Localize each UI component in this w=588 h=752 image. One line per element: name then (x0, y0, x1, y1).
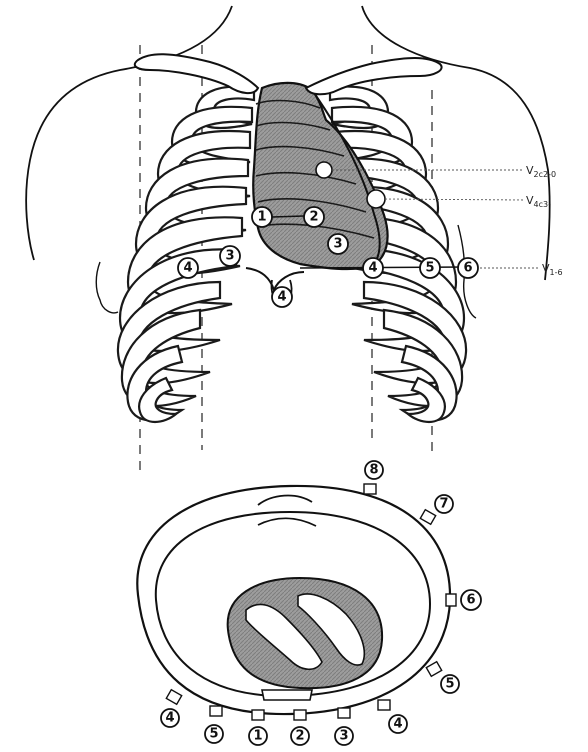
svg-text:7: 7 (439, 497, 448, 512)
small-marker (316, 162, 332, 178)
spine-cross (262, 690, 312, 700)
thorax-electrode-2: 2 (304, 207, 324, 227)
svg-text:8: 8 (369, 463, 378, 478)
section-electrode-8: 8 (364, 461, 383, 494)
cross-section-view: 8 7 6 5 4 3 2 (137, 461, 481, 745)
v4-label: V4c3- (526, 194, 551, 209)
svg-text:4: 4 (165, 711, 174, 726)
svg-text:4: 4 (393, 717, 402, 732)
electrode-1-2-line (272, 216, 304, 217)
svg-text:5: 5 (425, 261, 434, 276)
section-electrode-2: 2 (291, 710, 309, 745)
svg-text:3: 3 (333, 237, 342, 252)
v4-v6-line (300, 267, 468, 268)
svg-text:5: 5 (445, 677, 454, 692)
svg-text:6: 6 (466, 593, 475, 608)
thorax-electrode-r4: 4 (178, 258, 198, 278)
small-marker (367, 190, 385, 208)
left-clavicle (306, 58, 442, 94)
thorax-electrode-r3: 3 (220, 246, 240, 266)
svg-text:3: 3 (339, 729, 348, 744)
section-electrode-r4: 4 (161, 690, 182, 727)
section-electrode-5: 5 (426, 662, 459, 693)
section-electrode-3: 3 (335, 708, 353, 745)
svg-text:2: 2 (295, 729, 304, 744)
section-electrode-r5: 5 (205, 706, 223, 743)
costal-arch (246, 268, 304, 290)
svg-text:4: 4 (277, 290, 286, 305)
svg-text:6: 6 (463, 261, 472, 276)
svg-text:3: 3 (225, 249, 234, 264)
thorax-view: V2c2-0 V4c3- V1-6 1 2 3 4 5 6 (26, 6, 562, 470)
section-electrode-7: 7 (420, 495, 453, 524)
svg-text:2: 2 (309, 210, 318, 225)
v6-label: V1-6 (542, 262, 563, 277)
body-outline (96, 262, 118, 313)
svg-text:4: 4 (368, 261, 377, 276)
svg-text:1: 1 (253, 729, 262, 744)
svg-text:4: 4 (183, 261, 192, 276)
section-electrode-4: 4 (378, 700, 407, 733)
section-electrode-1: 1 (249, 710, 267, 745)
thorax-electrode-3: 3 (328, 234, 348, 254)
thorax-electrode-1: 1 (252, 207, 272, 227)
v2-label: V2c2-0 (526, 164, 556, 179)
svg-text:1: 1 (257, 210, 266, 225)
svg-text:5: 5 (209, 727, 218, 742)
thorax-electrode-5: 5 (420, 258, 440, 278)
section-electrode-6: 6 (446, 590, 481, 610)
right-clavicle (135, 54, 258, 93)
thorax-electrode-4: 4 (363, 258, 383, 278)
thorax-electrode-xiphoid: 4 (272, 287, 292, 307)
thorax-electrode-6: 6 (458, 258, 478, 278)
